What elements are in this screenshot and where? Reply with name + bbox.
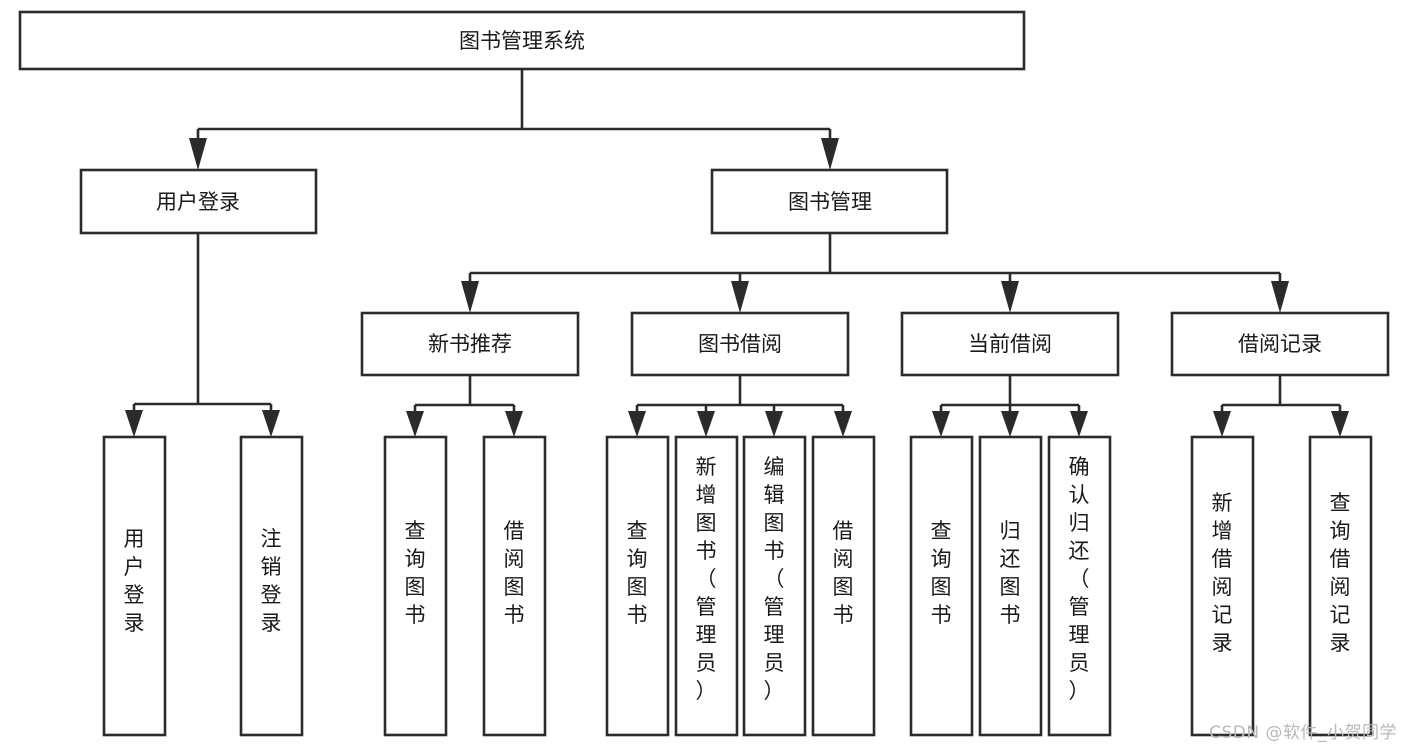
node-book-management-label: 图书管理 <box>788 190 872 214</box>
node-new-book-recommend-label: 新书推荐 <box>428 332 512 356</box>
leaf-user-login-1[interactable]: 用户登录 <box>102 435 167 737</box>
leaf-book-borrow-4-label: 借阅图书 <box>833 519 854 627</box>
node-user-login-box[interactable] <box>79 168 318 235</box>
node-book-borrow-box[interactable] <box>630 311 850 377</box>
leaf-current-borrow-1-label: 查询图书 <box>931 519 952 627</box>
leaf-current-borrow-1-box[interactable] <box>909 435 974 737</box>
arrowhead-leaf-newbook-2 <box>505 411 523 437</box>
node-book-borrow[interactable]: 图书借阅 <box>630 311 850 377</box>
node-root[interactable]: 图书管理系统 <box>18 10 1026 71</box>
leaf-borrow-record-2-label: 查询借阅记录 <box>1330 491 1351 655</box>
leaf-new-book-1[interactable]: 查询图书 <box>383 435 448 737</box>
leaf-borrow-record-1-box[interactable] <box>1190 435 1255 737</box>
connector-group-borrowbook <box>628 375 852 437</box>
arrowhead-leaf-userlogin-2 <box>262 410 280 437</box>
arrowhead-leaf-borrowrecord-2 <box>1331 411 1349 437</box>
leaf-current-borrow-3-box[interactable] <box>1047 435 1112 737</box>
leaf-book-borrow-2-box[interactable] <box>674 435 739 737</box>
leaf-borrow-record-1-label: 新增借阅记录 <box>1212 491 1233 655</box>
node-borrow-record[interactable]: 借阅记录 <box>1170 311 1390 377</box>
leaf-current-borrow-1[interactable]: 查询图书 <box>909 435 974 737</box>
node-book-management[interactable]: 图书管理 <box>710 168 949 235</box>
arrowhead-leaf-borrowbook-4 <box>834 411 852 437</box>
leaf-book-borrow-2-label: 新增图书（管理员） <box>696 455 717 703</box>
leaf-user-login-2-box[interactable] <box>239 435 304 737</box>
leaf-book-borrow-1-label: 查询图书 <box>627 519 648 627</box>
node-current-borrow-box[interactable] <box>900 311 1120 377</box>
leaf-book-borrow-3-label: 编辑图书（管理员） <box>764 455 785 703</box>
leaf-book-borrow-3[interactable]: 编辑图书（管理员） <box>742 435 807 737</box>
node-new-book-recommend-box[interactable] <box>360 311 580 377</box>
node-root-label: 图书管理系统 <box>459 29 585 53</box>
leaf-user-login-1-box[interactable] <box>102 435 167 737</box>
node-current-borrow[interactable]: 当前借阅 <box>900 311 1120 377</box>
leaf-user-login-2[interactable]: 注销登录 <box>239 435 304 737</box>
node-book-management-box[interactable] <box>710 168 949 235</box>
arrowhead-leaf-borrowbook-3 <box>765 411 783 437</box>
node-current-borrow-label: 当前借阅 <box>968 332 1052 356</box>
arrowhead-bookmgmt <box>821 138 839 170</box>
leaf-book-borrow-1[interactable]: 查询图书 <box>605 435 670 737</box>
node-borrow-record-label: 借阅记录 <box>1238 332 1322 356</box>
leaf-new-book-1-label: 查询图书 <box>405 519 426 627</box>
connector-group-newbook <box>406 375 523 437</box>
arrowhead-leaf-borrowbook-1 <box>628 411 646 437</box>
arrowhead-newbook <box>461 281 479 313</box>
leaf-current-borrow-3-label: 确认归还（管理员） <box>1069 455 1090 703</box>
arrowhead-borrowbook <box>731 281 749 313</box>
connector-group-userlogin <box>125 233 280 437</box>
arrowhead-leaf-currentborrow-3 <box>1070 411 1088 437</box>
node-new-book-recommend[interactable]: 新书推荐 <box>360 311 580 377</box>
node-user-login-label: 用户登录 <box>156 190 240 214</box>
arrowhead-leaf-currentborrow-1 <box>932 411 950 437</box>
node-root-box[interactable] <box>18 10 1026 71</box>
leaf-current-borrow-2-label: 归还图书 <box>1000 519 1021 627</box>
leaf-borrow-record-2[interactable]: 查询借阅记录 <box>1308 435 1373 737</box>
arrowhead-currentborrow <box>1001 281 1019 313</box>
leaf-new-book-2-label: 借阅图书 <box>504 519 525 627</box>
arrowhead-leaf-newbook-1 <box>406 411 424 437</box>
connector-group-borrowrecord <box>1213 375 1349 437</box>
arrowhead-leaf-borrowbook-2 <box>697 411 715 437</box>
leaf-new-book-1-box[interactable] <box>383 435 448 737</box>
arrowhead-borrowrecord <box>1271 281 1289 313</box>
leaf-borrow-record-1[interactable]: 新增借阅记录 <box>1190 435 1255 737</box>
arrowhead-leaf-borrowrecord-1 <box>1213 411 1231 437</box>
leaf-user-login-2-label: 注销登录 <box>261 527 282 635</box>
leaf-user-login-1-label: 用户登录 <box>124 527 145 635</box>
node-borrow-record-box[interactable] <box>1170 311 1390 377</box>
leaf-current-borrow-2[interactable]: 归还图书 <box>978 435 1043 737</box>
leaf-book-borrow-2[interactable]: 新增图书（管理员） <box>674 435 739 737</box>
node-user-login[interactable]: 用户登录 <box>79 168 318 235</box>
connector-group-currentborrow <box>932 375 1088 437</box>
leaf-book-borrow-4[interactable]: 借阅图书 <box>811 435 876 737</box>
leaf-book-borrow-4-box[interactable] <box>811 435 876 737</box>
arrowhead-leaf-userlogin-1 <box>125 410 143 437</box>
leaf-borrow-record-2-box[interactable] <box>1308 435 1373 737</box>
arrowhead-leaf-currentborrow-2 <box>1001 411 1019 437</box>
leaf-book-borrow-3-box[interactable] <box>742 435 807 737</box>
leaf-new-book-2[interactable]: 借阅图书 <box>482 435 547 737</box>
leaf-current-borrow-2-box[interactable] <box>978 435 1043 737</box>
leaf-book-borrow-1-box[interactable] <box>605 435 670 737</box>
leaf-new-book-2-box[interactable] <box>482 435 547 737</box>
connector-group-root <box>189 69 839 170</box>
node-book-borrow-label: 图书借阅 <box>698 332 782 356</box>
leaf-current-borrow-3[interactable]: 确认归还（管理员） <box>1047 435 1112 737</box>
arrowhead-userlogin <box>189 138 207 170</box>
connector-group-bookmgmt <box>461 233 1289 313</box>
